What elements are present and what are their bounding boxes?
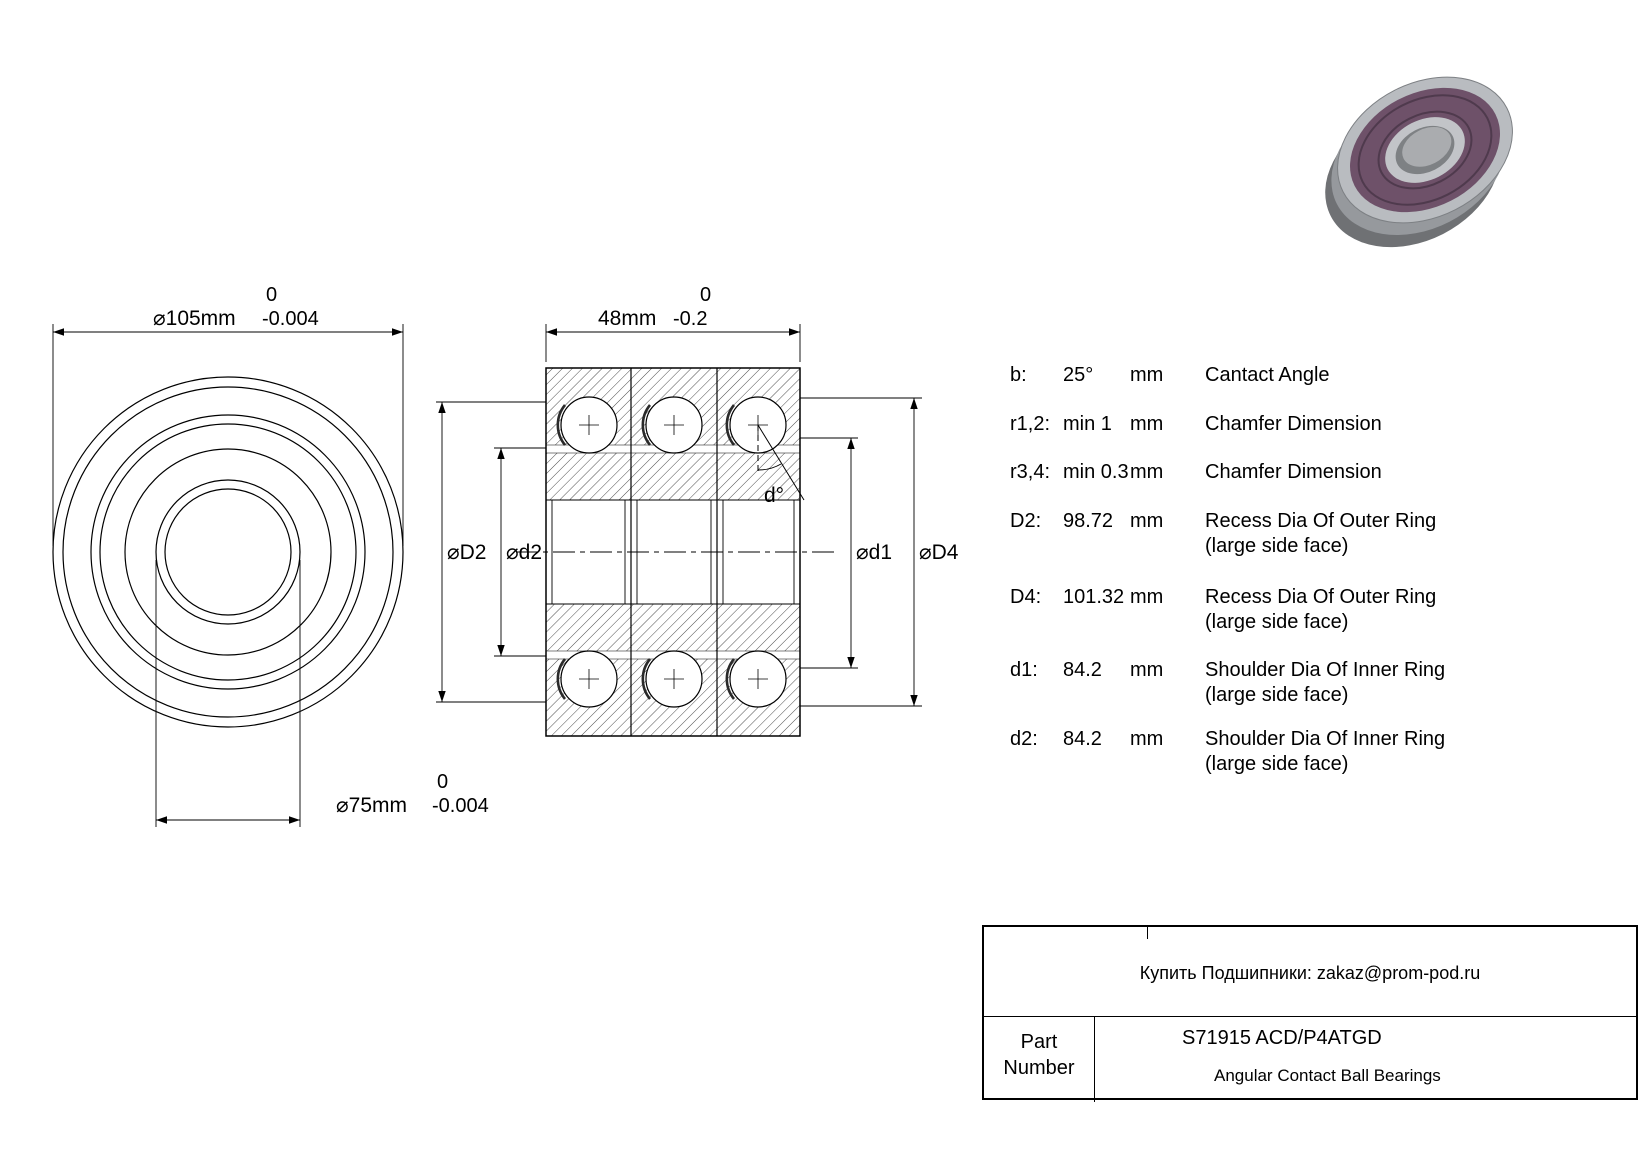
spec-unit: mm xyxy=(1130,364,1164,386)
part-number-label: Part Number xyxy=(1003,1031,1075,1079)
spec-desc: Shoulder Dia Of Inner Ring(large side fa… xyxy=(1205,728,1446,775)
part-number-value: S71915 ACD/P4ATGD xyxy=(1182,1027,1382,1049)
spec-unit: mm xyxy=(1130,728,1164,750)
inner-ring-hatch-top xyxy=(546,453,800,500)
spec-label: r1,2: xyxy=(1010,413,1051,435)
dim-d2 xyxy=(494,447,546,657)
spec-row-b: b: 25° mm Cantact Angle xyxy=(1010,363,1565,388)
title-block-tick xyxy=(1147,927,1148,939)
dim-width xyxy=(545,324,801,362)
spec-unit: mm xyxy=(1130,586,1164,608)
spec-desc: Cantact Angle xyxy=(1205,364,1330,386)
spec-row-D4: D4: 101.32 mm Recess Dia Of Outer Ring(l… xyxy=(1010,585,1565,635)
bore-diameter-value: ⌀75mm xyxy=(336,794,407,817)
spec-value: 25° xyxy=(1063,364,1094,386)
dim-D2 xyxy=(436,401,546,703)
bore-diameter-tol-top: 0 xyxy=(437,771,448,793)
dim-outer-diameter xyxy=(52,324,404,546)
width-value: 48mm xyxy=(598,307,656,330)
label-D2: ⌀D2 xyxy=(447,541,487,564)
spec-unit: mm xyxy=(1130,413,1164,435)
part-type: Angular Contact Ball Bearings xyxy=(1214,1066,1441,1085)
spec-label: b: xyxy=(1010,364,1027,386)
cross-section: d° xyxy=(516,367,834,737)
spec-value: 84.2 xyxy=(1063,659,1102,681)
dim-bore-diameter xyxy=(155,560,301,827)
seal-groove-outer xyxy=(1357,94,1493,206)
footer-table: Купить Подшипники: zakaz@prom-pod.ru Par… xyxy=(982,925,1638,1102)
bore-inner-wall xyxy=(1402,126,1452,167)
label-d1: ⌀d1 xyxy=(856,541,892,564)
spec-row-d1: d1: 84.2 mm Shoulder Dia Of Inner Ring(l… xyxy=(1010,658,1565,708)
spec-value: min 0.3 xyxy=(1063,461,1129,483)
spec-unit: mm xyxy=(1130,461,1164,483)
spec-unit: mm xyxy=(1130,510,1164,532)
spec-row-r12: r1,2: min 1 mm Chamfer Dimension xyxy=(1010,412,1565,437)
front-chamfer-circle xyxy=(164,488,292,616)
title-block-divider-horizontal xyxy=(984,1016,1636,1017)
spec-label: D2: xyxy=(1010,510,1042,532)
spec-row-D2: D2: 98.72 mm Recess Dia Of Outer Ring(la… xyxy=(1010,509,1565,559)
front-circle xyxy=(90,414,366,690)
label-d2: ⌀d2 xyxy=(506,541,542,564)
dim-D4 xyxy=(800,397,922,707)
label-D4: ⌀D4 xyxy=(919,541,959,564)
spec-unit: mm xyxy=(1130,659,1164,681)
width-tol-bottom: -0.2 xyxy=(673,308,707,330)
outer-diameter-value: ⌀105mm xyxy=(153,307,236,330)
spec-label: r3,4: xyxy=(1010,461,1051,483)
spec-value: 84.2 xyxy=(1063,728,1102,750)
contact-angle-annotation xyxy=(757,424,805,501)
outer-diameter-tol-top: 0 xyxy=(266,284,277,306)
spec-desc: Chamfer Dimension xyxy=(1205,461,1382,483)
spec-desc: Chamfer Dimension xyxy=(1205,413,1382,435)
spec-value: min 1 xyxy=(1063,413,1112,435)
title-block-divider-vertical xyxy=(1094,1016,1095,1102)
outer-diameter-tol-bottom: -0.004 xyxy=(262,308,319,330)
spec-row-d2: d2: 84.2 mm Shoulder Dia Of Inner Ring(l… xyxy=(1010,727,1565,777)
spec-desc: Recess Dia Of Outer Ring(large side face… xyxy=(1205,586,1437,633)
front-view xyxy=(52,376,404,728)
spec-desc: Recess Dia Of Outer Ring(large side face… xyxy=(1205,510,1437,557)
spec-label: D4: xyxy=(1010,586,1042,608)
spec-desc: Shoulder Dia Of Inner Ring(large side fa… xyxy=(1205,659,1446,706)
angle-label: d° xyxy=(764,484,784,507)
width-tol-top: 0 xyxy=(700,284,711,306)
front-bore-circle xyxy=(155,479,301,625)
seal-marks xyxy=(556,404,736,700)
front-circle xyxy=(62,386,394,718)
front-circle xyxy=(99,423,357,681)
seal-groove-inner xyxy=(1377,110,1473,190)
bore-diameter-tol-bottom: -0.004 xyxy=(432,795,489,817)
spec-label: d1: xyxy=(1010,659,1038,681)
spec-value: 98.72 xyxy=(1063,510,1114,532)
contact-text: Купить Подшипники: zakaz@prom-pod.ru xyxy=(1139,963,1481,983)
inner-ring-hatch-bottom xyxy=(546,604,800,651)
spec-label: d2: xyxy=(1010,728,1038,750)
front-circle xyxy=(124,448,332,656)
spec-value: 101.32 xyxy=(1063,586,1125,608)
dim-d1 xyxy=(800,437,858,669)
front-outer-circle xyxy=(52,376,404,728)
spec-row-r34: r3,4: min 0.3 mm Chamfer Dimension xyxy=(1010,460,1565,485)
bearing-3d-render xyxy=(1325,76,1513,248)
